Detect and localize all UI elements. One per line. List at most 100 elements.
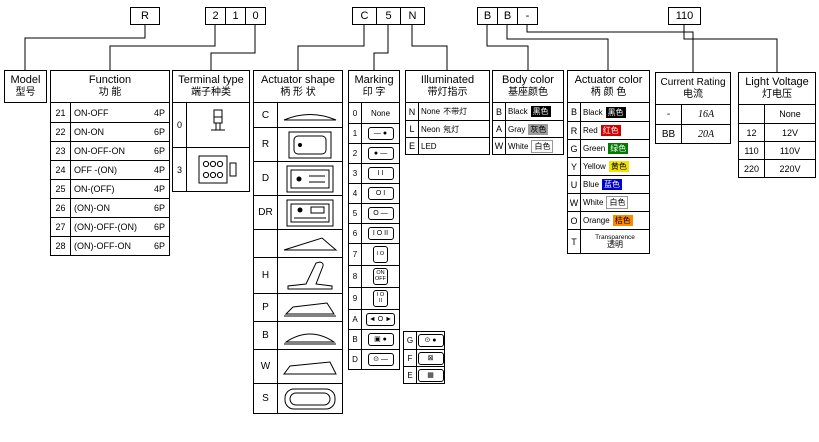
actuator-w-icon (278, 355, 342, 379)
function-poles: 6P (153, 146, 165, 156)
function-code: 28 (51, 237, 71, 255)
marking-legend-icon: ▦ (417, 368, 444, 382)
function-poles: 4P (153, 107, 165, 118)
actuator-shape-column: Actuator shape 柄 形 状 C R D DR H P B W S (253, 70, 343, 414)
illuminated-title: Illuminated (420, 73, 475, 86)
current-value: 16A (697, 109, 715, 120)
color-chip: 白色 (606, 196, 629, 209)
illuminated-subtitle: 带灯指示 (427, 87, 468, 99)
illuminated-code: L (406, 121, 419, 137)
function-subtitle: 功 能 (98, 87, 122, 99)
actuator-code: D (254, 162, 278, 195)
wire-illuminated (411, 25, 448, 70)
marking-code: 8 (349, 266, 362, 287)
marking-legend-icon: O I (362, 187, 399, 200)
actuator-color-code: R (568, 122, 581, 139)
marking-legend-icon: ON OFF (362, 268, 399, 285)
table-row: D (254, 161, 342, 195)
marking-legend-icon: ◄ O ► (362, 313, 399, 326)
body-color-code: A (493, 121, 506, 137)
wire-actuator (297, 25, 365, 70)
body-color-code: B (493, 103, 506, 120)
marking-legend-icon: O — (362, 207, 399, 220)
actuator-r-icon (278, 131, 342, 159)
function-poles: 6P (153, 203, 165, 213)
table-row: S (254, 383, 342, 413)
marking-code: B (349, 330, 362, 349)
marking-legend-icon: ⊙ ● (417, 334, 444, 347)
marking-code: 0 (349, 103, 362, 123)
model-header: Model 型号 (4, 70, 47, 103)
actuator-wedge-icon (278, 235, 342, 253)
body-color-code: W (493, 138, 506, 154)
body-color-subtitle: 基座颜色 (508, 87, 548, 99)
marking-code: 1 (349, 124, 362, 143)
table-row: B (254, 321, 342, 349)
voltage-code (739, 105, 765, 123)
table-row: 27(ON)-OFF-(ON)6P (51, 217, 169, 236)
actuator-shape-table: C R D DR H P B W S (253, 103, 343, 414)
voltage-value: 220V (779, 163, 801, 174)
function-poles: 6P (153, 222, 165, 232)
actuator-code: H (254, 258, 278, 293)
code-cell-voltage: 110 (675, 10, 694, 22)
marking-code: 5 (349, 204, 362, 223)
code-group-model: R (130, 7, 160, 25)
terminal-title: Terminal type (178, 73, 244, 86)
function-poles: 6P (153, 127, 165, 137)
actuator-code: C (254, 103, 278, 127)
actuator-color-subtitle: 柄 颜 色 (590, 87, 627, 99)
function-poles: 4P (153, 184, 165, 194)
table-row: DR (254, 195, 342, 229)
color-chip: 白色 (531, 139, 554, 153)
code-cell: 0 (252, 10, 259, 22)
light-voltage-header: Light Voltage 灯电压 (738, 72, 816, 105)
table-row: F⊠ (404, 349, 444, 366)
color-chip: 红色 (600, 125, 621, 136)
table-row: H (254, 257, 342, 293)
model-subtitle: 型号 (15, 87, 36, 99)
actuator-code: DR (254, 196, 278, 229)
table-row: E▦ (404, 366, 444, 383)
marking-code: G (404, 332, 417, 349)
wire-model (24, 25, 146, 70)
light-voltage-subtitle: 灯电压 (762, 89, 792, 101)
marking-none-label: None (370, 108, 391, 118)
actuator-shape-subtitle: 柄 形 状 (280, 87, 316, 99)
marking-code: 9 (349, 288, 362, 309)
actuator-color-code: U (568, 176, 581, 193)
code-cell: 2 (206, 8, 226, 24)
model-title: Model (10, 73, 41, 86)
terminal-code: 0 (173, 103, 187, 147)
marking-extra-table: G⊙ ● F⊠ E▦ (403, 331, 445, 384)
actuator-p-icon (278, 297, 342, 319)
terminal-column: Terminal type 端子种类 0 3 (172, 70, 250, 192)
current-code: - (656, 105, 682, 124)
function-label: ON-OFF-ON (74, 146, 125, 156)
